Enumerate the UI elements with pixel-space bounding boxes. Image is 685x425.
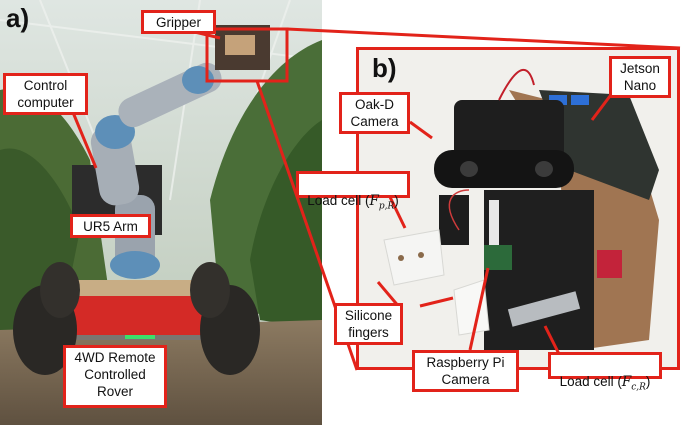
load-cell-c-subscript: c,R [631, 382, 646, 393]
panel-a-label: a) [6, 3, 30, 33]
raspberry-pi-camera-label: Raspberry Pi Camera [412, 350, 519, 392]
jetson-nano-label: Jetson Nano [609, 56, 671, 98]
zoom-line-top [286, 27, 681, 50]
load-cell-p-symbol: F [369, 193, 379, 209]
ur5-arm-label: UR5 Arm [70, 214, 151, 238]
load-cell-c-prefix: Load cell ( [559, 374, 622, 389]
load-cell-c-label: Load cell (Fc,R) [548, 352, 662, 393]
load-cell-p-label: Load cell (Fp,R) [296, 171, 410, 212]
oak-d-camera-label: Oak-D Camera [339, 92, 410, 134]
load-cell-p-subscript: p,R [378, 201, 395, 212]
load-cell-c-symbol: F [621, 374, 632, 390]
load-cell-p-suffix: ) [394, 193, 399, 208]
load-cell-c-suffix: ) [645, 374, 651, 389]
panel-b-label: b) [372, 53, 397, 83]
rover-label: 4WD Remote Controlled Rover [63, 345, 167, 408]
load-cell-p-prefix: Load cell ( [307, 193, 370, 208]
gripper-closeup-illustration [359, 50, 677, 367]
silicone-fingers-label: Silicone fingers [334, 303, 403, 345]
control-computer-label: Control computer [3, 73, 88, 115]
gripper-label: Gripper [141, 10, 216, 34]
